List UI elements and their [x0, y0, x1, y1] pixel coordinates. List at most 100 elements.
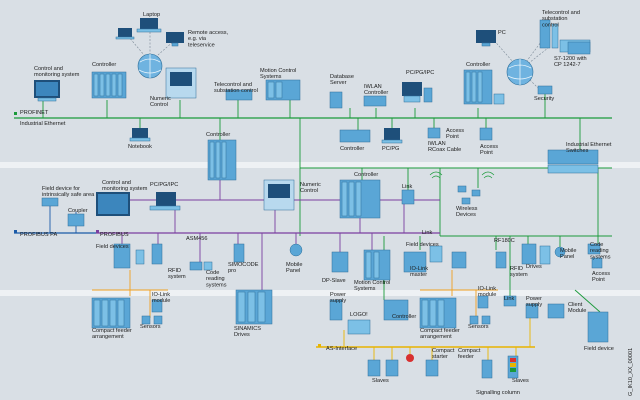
label-drives: Drives	[526, 264, 542, 270]
label-pc-top: PC	[498, 30, 506, 36]
wireless-device-icon	[457, 185, 467, 193]
sensor-icon	[469, 315, 479, 325]
drives-icon	[521, 243, 537, 265]
rfid-icon	[189, 261, 203, 271]
security-icon	[537, 85, 553, 95]
laptop-icon	[140, 18, 158, 29]
label-notebook: Notebook	[128, 144, 152, 150]
power-supply-icon	[329, 299, 343, 321]
telecontrol-icon	[225, 89, 253, 101]
mobile-panel-icon	[554, 246, 566, 258]
motion-control-icon	[265, 79, 301, 101]
access-point-icon	[427, 127, 441, 139]
label-profibus-pa: PROFIBUS PA	[20, 232, 57, 238]
iolink-module-icon	[477, 295, 489, 309]
sensor-icon	[141, 315, 151, 325]
rfid-icon	[495, 251, 507, 269]
label-controller-2: Controller	[466, 62, 490, 68]
controller-icon	[383, 299, 409, 321]
label-controller-5: Controller	[354, 172, 378, 178]
label-pcpg-1: PC/PG	[382, 146, 399, 152]
iolink-master-icon	[451, 251, 467, 269]
field-device-safe-icon	[41, 197, 59, 207]
label-rf180c: RF180C	[494, 238, 515, 244]
label-coupler: Coupler	[68, 208, 88, 214]
label-link-3: Link	[504, 296, 514, 302]
band-divider-1	[0, 162, 640, 168]
label-as-interface: AS-Interface	[326, 346, 357, 352]
band-divider-2	[0, 290, 640, 296]
label-industrial-ethernet: Industrial Ethernet	[20, 121, 66, 127]
coupler-icon	[67, 213, 85, 227]
slave-icon	[367, 359, 381, 377]
field-devices-icon	[403, 251, 427, 273]
label-slaves-1: Slaves	[372, 378, 389, 384]
access-point-icon	[591, 257, 603, 269]
pcpg-icon	[384, 128, 400, 140]
label-sensors-1: Sensors	[140, 324, 161, 330]
label-field-devices-1: Field devices	[96, 244, 129, 250]
link-icon	[401, 189, 415, 205]
label-security: Security	[534, 96, 554, 102]
iolink-module-icon	[151, 299, 163, 313]
label-pcpgipc-2: PC/PG/IPC	[150, 182, 178, 188]
pcpgipc-icon	[402, 82, 422, 96]
label-controller-1: Controller	[92, 62, 116, 68]
label-profinet: PROFINET	[20, 110, 49, 116]
label-sensors-2: Sensors	[468, 324, 489, 330]
label-dp-slave: DP-Slave	[322, 278, 346, 284]
code-reader-icon	[587, 243, 601, 255]
link-icon	[503, 295, 517, 307]
label-link-2: Link	[422, 230, 432, 236]
remote-access-pc-icon	[166, 32, 184, 43]
label-slaves-2: Slaves	[512, 378, 529, 384]
label-logo: LOGO!	[350, 312, 368, 318]
logo-icon	[347, 319, 371, 335]
ie-switches-icon	[547, 149, 599, 165]
label-link-1: Link	[402, 184, 412, 190]
controller-icon	[339, 129, 371, 143]
client-module-icon	[547, 303, 565, 319]
label-controller-4: Controller	[206, 132, 230, 138]
label-field-devices-2: Field devices	[406, 242, 439, 248]
label-controller-3: Controller	[340, 146, 364, 152]
figure-id-label: G_IK10_XX_00001	[628, 348, 634, 396]
power-supply-icon	[525, 303, 539, 319]
label-signalling-column: Signalling column	[476, 390, 520, 396]
label-controller-6: Controller	[392, 314, 416, 320]
label-profibus: PROFIBUS	[100, 232, 129, 238]
